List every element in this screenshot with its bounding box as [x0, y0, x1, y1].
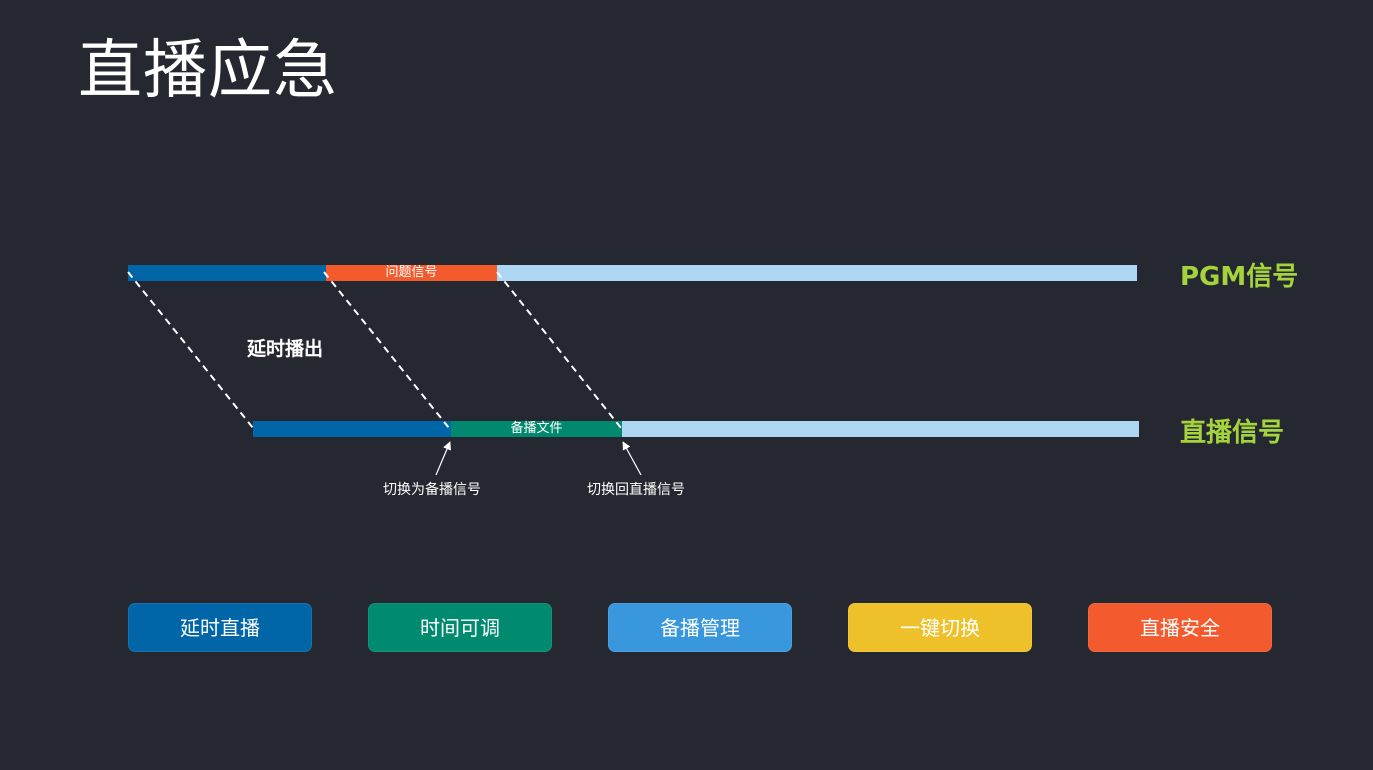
delay-line-1	[127, 271, 254, 429]
time-adjustable-button[interactable]: 时间可调	[368, 603, 552, 652]
live-remaining-segment	[622, 421, 1139, 437]
one-click-switch-button[interactable]: 一键切换	[848, 603, 1032, 652]
pgm-remaining-segment	[497, 265, 1137, 281]
delay-live-button[interactable]: 延时直播	[128, 603, 312, 652]
live-signal-label: 直播信号	[1180, 418, 1285, 448]
live-backup-segment: 备播文件	[451, 421, 622, 437]
pgm-normal-segment	[128, 265, 326, 281]
switch-to-backup-arrow	[435, 441, 451, 476]
pgm-problem-segment: 问题信号	[326, 265, 497, 281]
live-safety-button[interactable]: 直播安全	[1088, 603, 1272, 652]
backup-management-button[interactable]: 备播管理	[608, 603, 792, 652]
pgm-signal-label: PGM信号	[1180, 262, 1299, 292]
delay-line-2	[323, 271, 450, 429]
live-normal-segment	[253, 421, 451, 437]
switch-back-arrow	[622, 441, 642, 476]
delay-label: 延时播出	[247, 338, 324, 360]
pgm-signal-bar: 问题信号	[128, 265, 1137, 281]
live-signal-bar: 备播文件	[253, 421, 1139, 437]
page-title: 直播应急	[78, 34, 338, 108]
switch-to-backup-note: 切换为备播信号	[383, 482, 481, 498]
switch-back-note: 切换回直播信号	[587, 482, 685, 498]
delay-line-3	[496, 271, 622, 429]
